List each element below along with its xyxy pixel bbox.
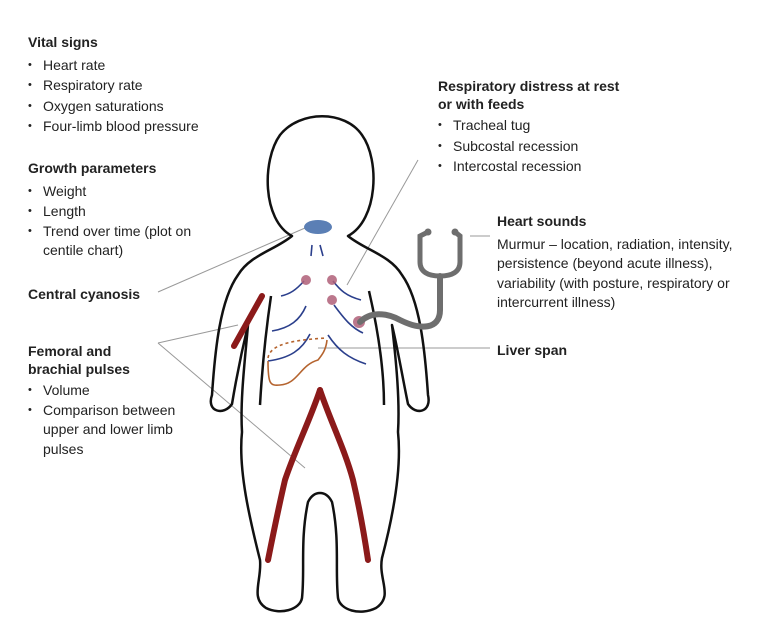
- body-outline: [209, 115, 430, 613]
- pulses-section: Femoral and brachial pulses Volume Compa…: [28, 342, 198, 459]
- respiratory-title-2: or with feeds: [438, 96, 525, 112]
- list-item: Subcostal recession: [438, 136, 658, 157]
- list-item: Tracheal tug: [438, 115, 658, 136]
- central-cyanosis-label: Central cyanosis: [28, 286, 141, 302]
- heart-sounds-text: Murmur – location, radiation, intensity,…: [497, 235, 733, 311]
- vital-signs-section: Vital signs Heart rate Respiratory rate …: [28, 32, 268, 137]
- list-item: Weight: [28, 181, 198, 202]
- respiratory-title-1: Respiratory distress at rest: [438, 78, 620, 94]
- recession-lines: [267, 244, 367, 365]
- growth-section: Growth parameters Weight Length Trend ov…: [28, 158, 198, 261]
- stethoscope-icon: [357, 228, 463, 330]
- list-item: Four-limb blood pressure: [28, 116, 268, 137]
- list-item: Comparison between upper and lower limb …: [28, 401, 198, 460]
- list-item: Respiratory rate: [28, 75, 268, 96]
- liver-upper-edge: [267, 337, 328, 359]
- respiratory-section: Respiratory distress at rest or with fee…: [438, 77, 658, 177]
- list-item: Length: [28, 201, 198, 222]
- list-item: Volume: [28, 380, 198, 401]
- auscultation-dots: [301, 275, 365, 328]
- heart-sounds-section: Heart sounds Murmur – location, radiatio…: [497, 211, 742, 313]
- lips: [304, 220, 332, 234]
- list-item: Oxygen saturations: [28, 96, 268, 117]
- list-item: Trend over time (plot on centile chart): [28, 222, 198, 261]
- heart-sounds-title: Heart sounds: [497, 213, 587, 229]
- growth-title: Growth parameters: [28, 160, 157, 176]
- pulses-title-2: brachial pulses: [28, 361, 130, 377]
- vessels: [231, 293, 371, 563]
- liver-outline: [267, 339, 328, 386]
- pulses-title-1: Femoral and: [28, 343, 112, 359]
- list-item: Heart rate: [28, 55, 268, 76]
- list-item: Intercostal recession: [438, 156, 658, 177]
- vital-signs-title: Vital signs: [28, 34, 98, 50]
- liver-span-label: Liver span: [497, 342, 568, 358]
- inner-arm-lines: [258, 290, 386, 406]
